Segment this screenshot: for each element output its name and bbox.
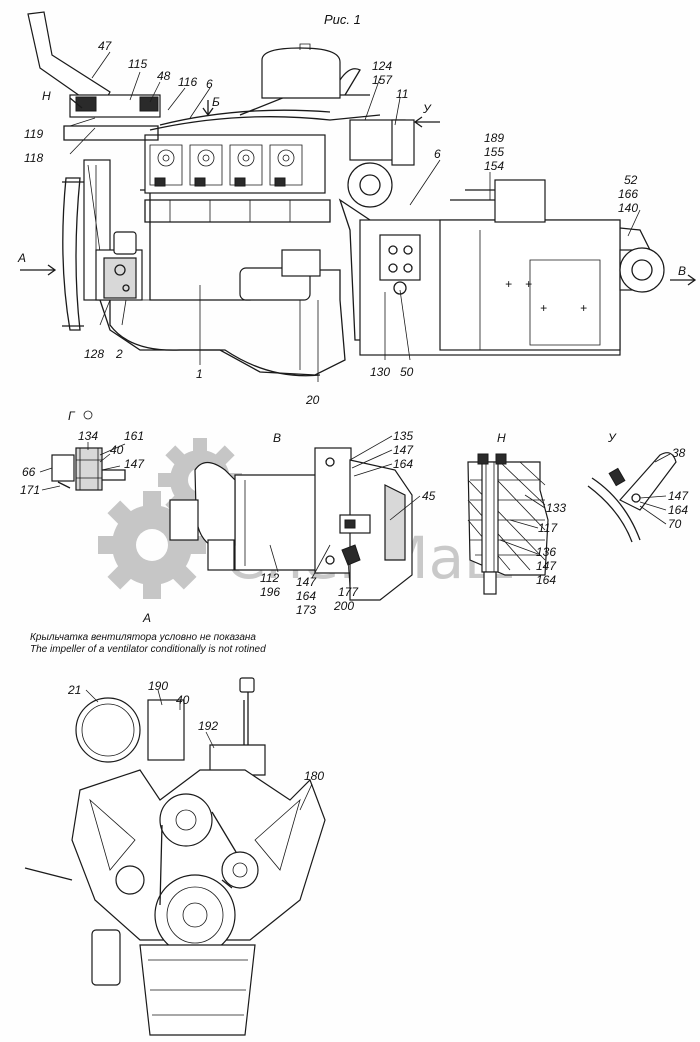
callout-140: 140: [618, 201, 638, 215]
callout-1: 1: [196, 367, 203, 381]
callout-u-38: 38: [672, 446, 686, 460]
callout-v-164b: 164: [296, 589, 316, 603]
callout-v-147: 147: [393, 443, 414, 457]
air-intake-pipe: [27, 11, 111, 111]
callout-n-164: 164: [536, 573, 556, 587]
svg-text:+: +: [505, 277, 512, 291]
callout-n-133: 133: [546, 501, 566, 515]
air-cleaner: [75, 697, 141, 763]
callout-48: 48: [157, 69, 171, 83]
detail-n-letter: Н: [497, 431, 506, 445]
callout-g-161: 161: [124, 429, 144, 443]
callout-n-117: 117: [538, 521, 558, 535]
callout-157: 157: [372, 73, 393, 87]
callout-v-112: 112: [260, 571, 279, 585]
callout-118: 118: [24, 151, 43, 165]
callout-n-147: 147: [536, 559, 557, 573]
callout-v-196: 196: [260, 585, 280, 599]
callout-g-147: 147: [124, 457, 145, 471]
turbocharger: [347, 162, 393, 208]
callout-130: 130: [370, 365, 390, 379]
callout-a-180: 180: [304, 769, 324, 783]
callout-166: 166: [618, 187, 638, 201]
callout-20: 20: [305, 393, 320, 407]
detail-v-letter: В: [273, 431, 281, 445]
section-h-marker: [75, 96, 97, 112]
callout-v-177: 177: [338, 585, 359, 599]
view-arrow-u: [413, 116, 440, 128]
callout-50: 50: [400, 365, 414, 379]
callout-47: 47: [98, 39, 113, 53]
callout-a-21: 21: [67, 683, 81, 697]
callout-u-70: 70: [668, 517, 682, 531]
output-flange: [619, 247, 665, 293]
callout-52: 52: [624, 173, 638, 187]
figure-title: Рис. 1: [324, 12, 361, 27]
detail-g-symbol: [83, 410, 93, 420]
callout-189: 189: [484, 131, 504, 145]
exhaust-manifold: [144, 199, 331, 223]
detail-g-letter: Г: [68, 409, 76, 423]
view-letter-h: Н: [42, 89, 51, 103]
detail-n: [467, 453, 549, 595]
callout-128: 128: [84, 347, 104, 361]
detail-u-letter: У: [607, 431, 617, 445]
view-letter-b: Б: [212, 95, 220, 109]
view-arrow-h: [69, 97, 83, 109]
view-a-front: [24, 677, 326, 1036]
note-english: The impeller of a ventilator conditional…: [30, 644, 266, 655]
expansion-tank: [261, 47, 341, 99]
view-arrow-b: [202, 100, 214, 117]
callout-a-40: 40: [176, 693, 190, 707]
callout-v-173: 173: [296, 603, 316, 617]
callout-v-164: 164: [393, 457, 413, 471]
callout-g-66: 66: [22, 465, 36, 479]
callout-n-136: 136: [536, 545, 556, 559]
detail-u: [587, 452, 677, 543]
callout-6-top: 6: [206, 77, 213, 91]
callout-leaders-main: [69, 51, 641, 382]
detail-g: [51, 447, 126, 491]
callout-124: 124: [372, 59, 392, 73]
callout-v-147b: 147: [296, 575, 317, 589]
callout-g-40: 40: [110, 443, 124, 457]
callout-6-right: 6: [434, 147, 441, 161]
note-russian: Крыльчатка вентилятора условно не показа…: [30, 632, 256, 643]
callout-2: 2: [115, 347, 123, 361]
callout-v-45: 45: [422, 489, 436, 503]
gear-shift-housing: [494, 179, 546, 223]
callout-a-190: 190: [148, 679, 168, 693]
fan-blades: [62, 177, 81, 331]
callout-u-147: 147: [668, 489, 689, 503]
pump-block: [103, 257, 137, 299]
svg-text:+: +: [525, 277, 532, 291]
view-arrow-v: [670, 274, 697, 286]
svg-text:+: +: [540, 301, 547, 315]
callout-11: 11: [396, 87, 408, 101]
v-block: [71, 769, 326, 941]
engine-side-view: + + + +: [20, 11, 697, 377]
callout-u-164: 164: [668, 503, 688, 517]
view-letter-u: У: [422, 102, 432, 116]
callout-a-192: 192: [198, 719, 218, 733]
callout-v-200: 200: [333, 599, 354, 613]
callout-155: 155: [484, 145, 504, 159]
callout-154: 154: [484, 159, 504, 173]
callout-116: 116: [178, 75, 197, 89]
callout-115: 115: [128, 57, 147, 71]
callout-g-171: 171: [20, 483, 40, 497]
view-letter-v: В: [678, 264, 686, 278]
view-letter-a: А: [17, 251, 26, 265]
detail-v-starter: [169, 447, 413, 601]
callout-v-135: 135: [393, 429, 413, 443]
view-arrow-a: [20, 264, 57, 276]
callout-g-134: 134: [78, 429, 98, 443]
svg-text:+: +: [580, 301, 587, 315]
view-a-letter: А: [142, 611, 151, 625]
callout-119: 119: [24, 127, 43, 141]
